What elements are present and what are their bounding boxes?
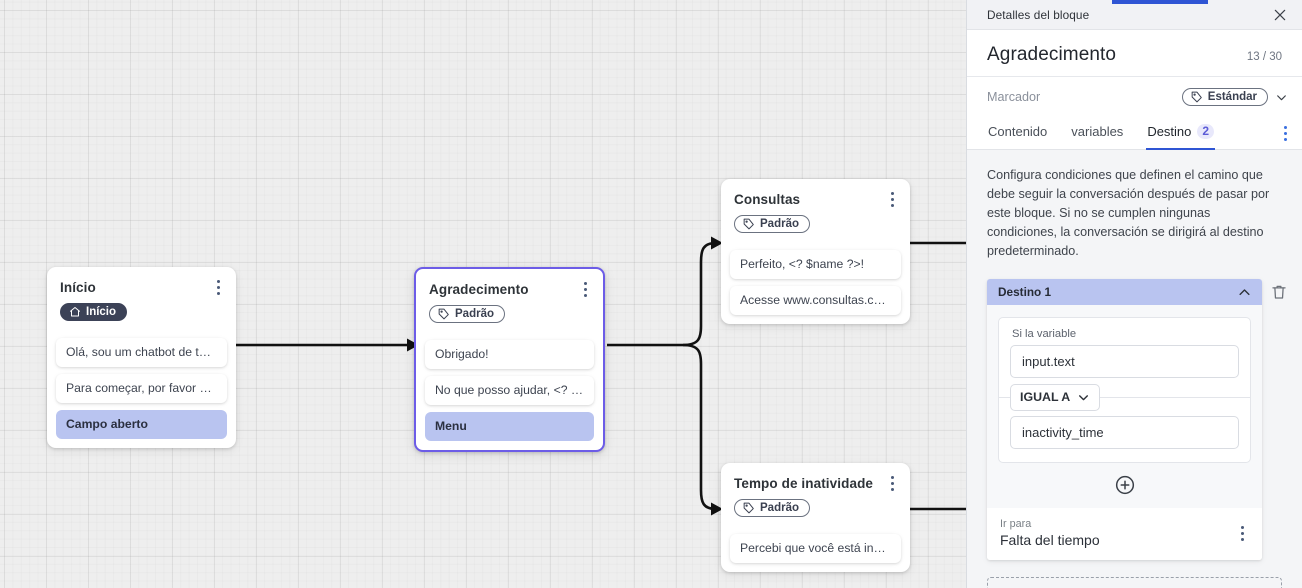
node-title: Agradecimento [429, 282, 529, 297]
node-tag-label: Padrão [760, 502, 799, 514]
node-title: Tempo de inatividade [734, 476, 874, 491]
divider [999, 397, 1250, 398]
node-message[interactable]: Perfeito, <? $name ?>! [730, 250, 901, 279]
node-tag-label: Padrão [760, 218, 799, 230]
goto-menu-button[interactable] [1235, 522, 1250, 545]
node-title: Consultas [734, 192, 801, 207]
goto-value: Falta del tiempo [1000, 532, 1100, 548]
node-message-highlighted[interactable]: Campo aberto [56, 410, 227, 439]
marcador-badge[interactable]: Estándar [1181, 88, 1268, 106]
flow-node-agradecimento[interactable]: Agradecimento Padrão Obrigado! No que po… [414, 267, 605, 452]
add-condition-row [987, 463, 1262, 508]
node-menu-button[interactable] [884, 474, 900, 492]
node-message[interactable]: Percebi que você está inativo. C... [730, 534, 901, 563]
tab-label: Contenido [988, 124, 1048, 139]
tag-icon [743, 218, 754, 230]
variable-input[interactable]: input.text [1010, 345, 1239, 378]
operator-label: IGUAL A [1020, 390, 1071, 404]
node-header: Tempo de inatividade [721, 463, 910, 492]
status-badge: 2 [1197, 124, 1215, 139]
goto-row[interactable]: Ir para Falta del tiempo [987, 508, 1262, 560]
close-icon[interactable] [1272, 7, 1288, 23]
chevron-down-icon [1079, 394, 1089, 400]
condition-label: Si la variable [1012, 328, 1077, 340]
marcador-badge-label: Estándar [1207, 91, 1257, 103]
page-title: Agradecimento [987, 44, 1117, 65]
tag-icon [1191, 91, 1202, 103]
trash-icon[interactable] [1270, 283, 1288, 301]
node-header: Agradecimento [416, 269, 603, 298]
goto-texts: Ir para Falta del tiempo [1000, 517, 1100, 550]
chevron-up-icon[interactable] [1237, 285, 1252, 300]
destination-card: Destino 1 Si la variable input.text [987, 279, 1262, 560]
panel-scroll-area[interactable]: Configura condiciones que definen el cam… [967, 150, 1302, 588]
marcador-label: Marcador [987, 90, 1041, 104]
node-message-list: Obrigado! No que posso ajudar, <? $name … [416, 329, 603, 441]
node-tag-badge[interactable]: Padrão [734, 499, 810, 517]
node-message[interactable]: Olá, sou um chatbot de teste! [56, 338, 227, 367]
panel-body: Agradecimento 13 / 30 Marcador Estándar [967, 30, 1302, 588]
tab-label: Destino [1147, 124, 1192, 139]
node-message-list: Perfeito, <? $name ?>! Acesse www.consul… [721, 239, 910, 315]
block-details-panel: Detalles del bloque Agradecimento 13 / 3… [966, 0, 1302, 588]
node-message-list: Percebi que você está inativo. C... [721, 523, 910, 563]
panel-header-title: Detalles del bloque [987, 7, 1090, 22]
node-header: Início [47, 267, 236, 296]
node-message-highlighted[interactable]: Menu [425, 412, 594, 441]
node-tag-badge[interactable]: Padrão [734, 215, 810, 233]
node-tag-row: Padrão [721, 208, 910, 239]
tab-contenido[interactable]: Contenido [987, 117, 1048, 150]
condition-box: Si la variable input.text IGUAL A [998, 317, 1251, 463]
node-message-list: Olá, sou um chatbot de teste! Para começ… [47, 327, 236, 439]
char-counter: 13 / 30 [1246, 51, 1282, 63]
node-tag-badge[interactable]: Padrão [429, 305, 505, 323]
node-tag-label: Início [86, 306, 117, 318]
node-message[interactable]: Para começar, por favor digite o ... [56, 374, 227, 403]
destination-card-title: Destino 1 [998, 285, 1052, 299]
add-destination-button[interactable]: Agregar destino [987, 577, 1282, 588]
panel-tabs: Contenido variables Destino 2 [967, 117, 1302, 150]
destination-description: Configura condiciones que definen el cam… [987, 168, 1270, 258]
marcador-controls: Estándar [1181, 88, 1288, 106]
node-header: Consultas [721, 179, 910, 208]
node-title: Início [60, 280, 96, 295]
node-tag-label: Padrão [455, 308, 494, 320]
tag-icon [438, 308, 449, 320]
node-message[interactable]: No que posso ajudar, <? $name ... [425, 376, 594, 405]
node-tag-badge[interactable]: Início [60, 303, 128, 321]
operator-select[interactable]: IGUAL A [1010, 383, 1101, 411]
tag-icon [743, 502, 754, 514]
panel-header: Detalles del bloque [967, 0, 1302, 30]
node-menu-button[interactable] [884, 190, 900, 208]
home-icon [70, 307, 80, 317]
flow-canvas[interactable]: Início Início Olá, sou um chatbot de tes… [0, 0, 966, 588]
operator-row: IGUAL A [999, 382, 1250, 412]
node-tag-row: Padrão [416, 298, 603, 329]
node-tag-row: Início [47, 296, 236, 327]
compare-value-input[interactable]: inactivity_time [1010, 416, 1239, 449]
destination-wrapper: Destino 1 Si la variable input.text [967, 267, 1302, 560]
node-tag-row: Padrão [721, 492, 910, 523]
node-message[interactable]: Obrigado! [425, 340, 594, 369]
plus-circle-icon[interactable] [1115, 475, 1135, 495]
destination-card-header[interactable]: Destino 1 [987, 279, 1262, 305]
tabs-more-menu-button[interactable] [1281, 118, 1290, 149]
block-title-row: Agradecimento 13 / 30 [967, 30, 1302, 77]
flow-node-inicio[interactable]: Início Início Olá, sou um chatbot de tes… [47, 267, 236, 448]
node-message[interactable]: Acesse www.consultas.com par... [730, 286, 901, 315]
flow-node-consultas[interactable]: Consultas Padrão Perfeito, <? $name ?>! … [721, 179, 910, 324]
tab-destino[interactable]: Destino 2 [1146, 117, 1216, 150]
goto-label: Ir para [1000, 518, 1032, 530]
flow-node-tempo-de-inatividade[interactable]: Tempo de inatividade Padrão Percebi que … [721, 463, 910, 572]
tab-label: variables [1071, 124, 1124, 139]
node-menu-button[interactable] [577, 280, 593, 298]
chevron-down-icon[interactable] [1275, 91, 1288, 104]
marcador-row: Marcador Estándar [967, 77, 1302, 117]
active-tab-indicator-bar [1112, 0, 1208, 4]
node-menu-button[interactable] [210, 278, 226, 296]
tab-variables[interactable]: variables [1070, 117, 1124, 150]
